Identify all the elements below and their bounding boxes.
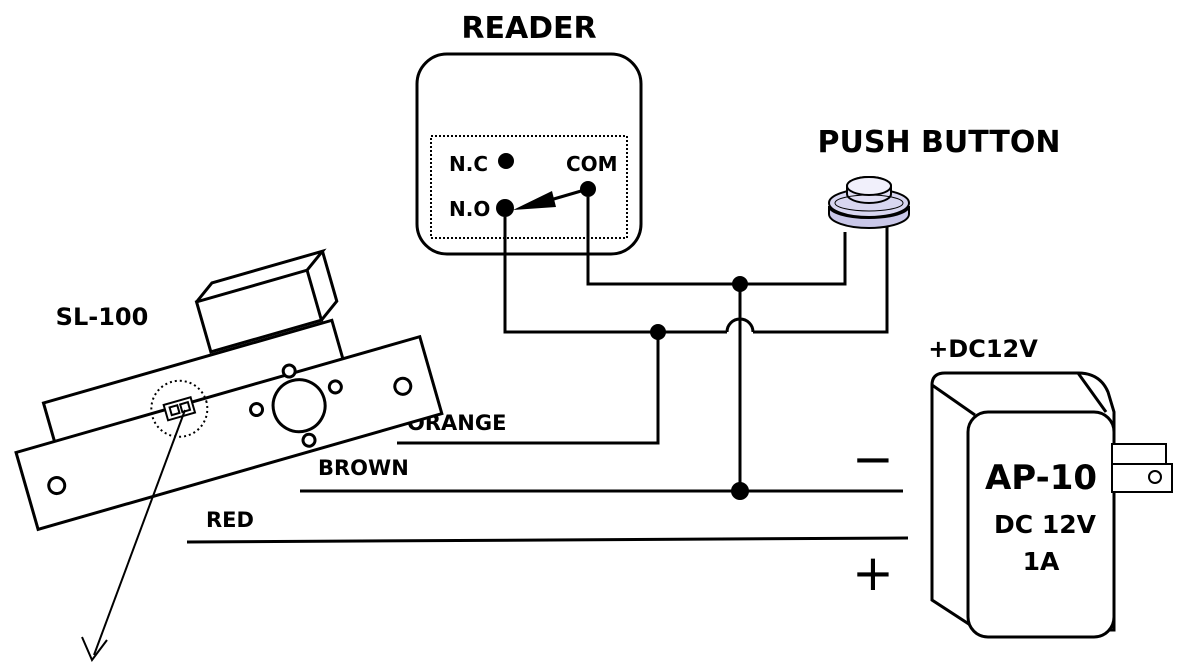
reader-relay-box bbox=[430, 135, 628, 239]
adapter-voltage-label: DC 12V bbox=[994, 510, 1097, 539]
wire-com bbox=[586, 197, 847, 286]
adapter-prong-top bbox=[1111, 443, 1167, 465]
wire-bottom-right bbox=[753, 226, 889, 334]
adapter-prong-bottom bbox=[1111, 463, 1173, 493]
adapter-current-label: 1A bbox=[1023, 547, 1060, 576]
terminal-nc-label: N.C bbox=[449, 152, 488, 176]
wire-brown-label: BROWN bbox=[318, 456, 409, 480]
wire-red-label: RED bbox=[206, 508, 254, 532]
connector-highlight bbox=[150, 379, 209, 438]
ap-10-adapter bbox=[930, 371, 1173, 639]
terminal-no-dot bbox=[496, 199, 514, 217]
terminal-nc-dot bbox=[498, 153, 514, 169]
push-button-icon bbox=[828, 176, 910, 229]
terminal-no-label: N.O bbox=[449, 197, 490, 221]
junction-dot-orange bbox=[650, 324, 666, 340]
reader-body bbox=[415, 52, 643, 256]
wire-red bbox=[186, 536, 909, 544]
wire-orange bbox=[397, 332, 660, 445]
relay-arrow-head bbox=[513, 191, 556, 210]
adapter-front bbox=[966, 410, 1116, 639]
wiring bbox=[186, 197, 909, 544]
lock-top-block bbox=[194, 268, 324, 354]
junction-dot-brown bbox=[731, 482, 749, 500]
sl-100-lock bbox=[14, 248, 444, 532]
terminal-com-label: COM bbox=[566, 152, 618, 176]
reader-title: READER bbox=[461, 11, 596, 46]
plus-sign: + bbox=[852, 544, 894, 602]
wire-no bbox=[503, 217, 658, 334]
push-button-title: PUSH BUTTON bbox=[818, 125, 1061, 160]
junction-dot-com bbox=[732, 276, 748, 292]
supply-voltage-label: +DC12V bbox=[928, 335, 1038, 363]
adapter-model-label: AP-10 bbox=[985, 458, 1097, 498]
minus-sign: − bbox=[852, 430, 894, 488]
connector-pointer-line bbox=[93, 409, 186, 656]
connector-pointer-arrow bbox=[81, 636, 108, 662]
lock-model-label: SL-100 bbox=[56, 303, 149, 331]
reader-unit: N.C N.O COM bbox=[415, 52, 643, 256]
